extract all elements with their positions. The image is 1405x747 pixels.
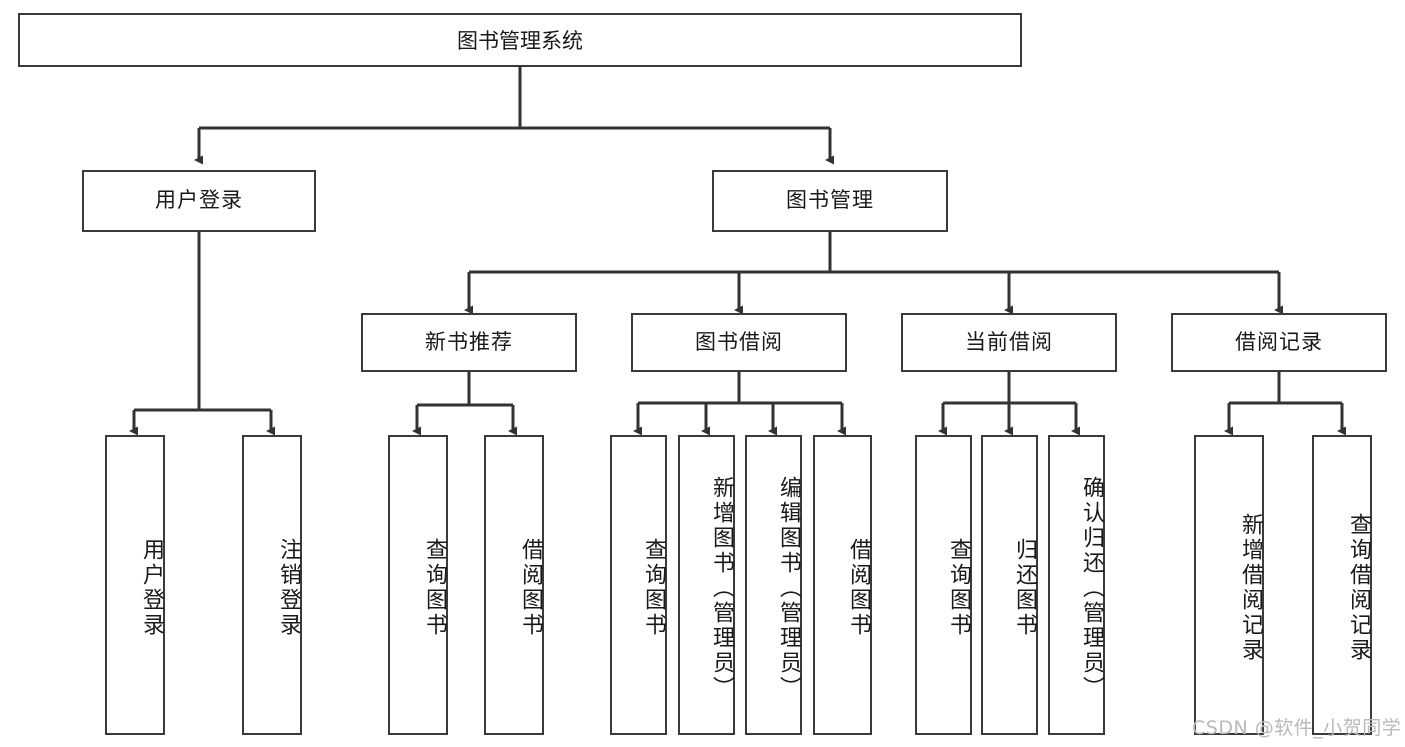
node-label: 用户登录	[155, 188, 243, 213]
node-label: 查询图书	[946, 538, 971, 638]
node-new-book-recommend[interactable]: 新书推荐	[361, 313, 577, 372]
node-current-borrow[interactable]: 当前借阅	[901, 313, 1117, 372]
node-leaf-borrow-book-new[interactable]: 借阅图书	[484, 435, 544, 735]
node-label: 查询借阅记录	[1346, 513, 1371, 663]
node-label: 新书推荐	[425, 329, 513, 354]
node-label: 新增借阅记录	[1238, 513, 1263, 663]
node-label: 查询图书	[641, 538, 666, 638]
node-leaf-logout[interactable]: 注销登录	[242, 435, 302, 735]
node-label: 借阅图书	[846, 538, 871, 638]
node-leaf-add-borrow-record[interactable]: 新增借阅记录	[1194, 435, 1264, 735]
node-user-login[interactable]: 用户登录	[82, 170, 316, 232]
node-leaf-user-login[interactable]: 用户登录	[105, 435, 165, 735]
node-leaf-borrow-book-borrow[interactable]: 借阅图书	[813, 435, 872, 735]
node-label: 当前借阅	[965, 329, 1053, 354]
node-label: 新增图书（管理员）	[709, 475, 734, 701]
node-label: 图书借阅	[695, 329, 783, 354]
node-label: 图书管理系统	[457, 29, 583, 53]
node-root-system[interactable]: 图书管理系统	[18, 13, 1022, 67]
node-leaf-confirm-return-admin[interactable]: 确认归还（管理员）	[1048, 435, 1105, 735]
node-leaf-query-book-current[interactable]: 查询图书	[915, 435, 972, 735]
node-label: 用户登录	[139, 538, 164, 638]
node-label: 借阅图书	[518, 538, 543, 638]
node-label: 归还图书	[1012, 538, 1037, 638]
csdn-watermark: CSDN @软件_小贺同学	[1192, 717, 1402, 739]
node-leaf-edit-book-admin[interactable]: 编辑图书（管理员）	[745, 435, 802, 735]
node-label: 编辑图书（管理员）	[776, 475, 801, 701]
node-label: 图书管理	[786, 188, 874, 213]
node-label: 查询图书	[422, 538, 447, 638]
node-leaf-add-book-admin[interactable]: 新增图书（管理员）	[678, 435, 735, 735]
node-borrow-record[interactable]: 借阅记录	[1171, 313, 1387, 372]
node-leaf-query-borrow-record[interactable]: 查询借阅记录	[1312, 435, 1372, 735]
node-label: 注销登录	[276, 538, 301, 638]
node-leaf-query-book-new[interactable]: 查询图书	[388, 435, 448, 735]
node-book-borrow[interactable]: 图书借阅	[631, 313, 847, 372]
node-leaf-return-book[interactable]: 归还图书	[981, 435, 1038, 735]
node-book-management[interactable]: 图书管理	[712, 170, 948, 232]
node-leaf-query-book-borrow[interactable]: 查询图书	[610, 435, 667, 735]
node-label: 借阅记录	[1235, 329, 1323, 354]
node-label: 确认归还（管理员）	[1079, 475, 1104, 701]
